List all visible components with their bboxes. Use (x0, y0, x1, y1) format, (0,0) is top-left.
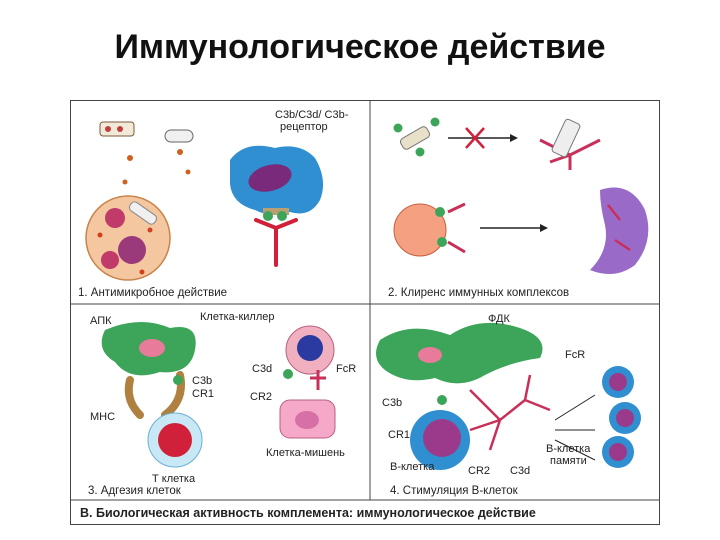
slide-title: Иммунологическое действие (114, 28, 606, 66)
target-cell-label: Клетка-мишень (266, 447, 345, 459)
mhc-label: МНС (90, 411, 115, 423)
fcr-label: FcR (336, 363, 356, 375)
memory-b-cell-label-2: памяти (550, 455, 587, 467)
c3b-b-label: C3b (382, 397, 402, 409)
erythrocyte-icon (393, 202, 466, 257)
macrophage-icon (590, 187, 649, 274)
panel-clearance: 2. Клиренс иммунных комплексов (388, 117, 649, 299)
cr2-label: CR2 (250, 391, 272, 403)
figure-caption: В. Биологическая активность комплемента:… (80, 506, 536, 520)
apc-icon (101, 321, 196, 419)
fcr-b-label: FcR (565, 349, 585, 361)
panel-adhesion: АПК Клетка-киллер C3b CR1 МНС Т клетка C… (88, 311, 356, 497)
killer-cell-label: Клетка-киллер (200, 311, 274, 323)
receptor-label-1: C3b/C3d/ C3b- (275, 109, 349, 121)
c3b-label: C3b (192, 375, 212, 387)
immune-complex-icon (393, 117, 440, 157)
immunology-figure: C3b/C3d/ C3b- рецептор 1. Антимикробное … (70, 100, 660, 525)
memory-b-cells-icon (554, 366, 641, 468)
b-cell-icon (410, 410, 470, 470)
cr2-b-label: CR2 (468, 465, 490, 477)
apc-label: АПК (90, 315, 112, 327)
bacteria-icon (99, 121, 194, 185)
memory-b-cell-label-1: В-клетка (546, 443, 591, 455)
c3d-b-label: C3d (510, 465, 530, 477)
fdc-icon (376, 322, 543, 384)
cr1-b-label: CR1 (388, 429, 410, 441)
panel-b-cell-stimulation: ФДК FcR C3b CR1 В-клетка CR2 C3d В-клетк… (376, 313, 641, 497)
b-cell-label: В-клетка (390, 461, 435, 473)
t-cell-icon (147, 412, 203, 468)
panel-4-caption: 4. Стимуляция В-клеток (390, 485, 519, 497)
panel-2-caption: 2. Клиренс иммунных комплексов (388, 287, 569, 299)
panel-3-caption: 3. Адгезия клеток (88, 485, 182, 497)
antibody-network-icon (437, 374, 551, 451)
target-cell-icon (279, 399, 336, 439)
c3d-label: C3d (252, 363, 272, 375)
panel-antimicrobial: C3b/C3d/ C3b- рецептор 1. Антимикробное … (78, 109, 349, 299)
panel-1-caption: 1. Антимикробное действие (78, 287, 227, 299)
fdc-label: ФДК (488, 313, 510, 325)
cr1-label: CR1 (192, 388, 214, 400)
killer-cell-icon (283, 325, 335, 390)
t-cell-label: Т клетка (152, 473, 196, 485)
blue-cell-icon (230, 145, 324, 267)
antibody-complex-icon (539, 118, 601, 170)
receptor-label-2: рецептор (280, 121, 328, 133)
phagocyte-icon (85, 195, 171, 281)
